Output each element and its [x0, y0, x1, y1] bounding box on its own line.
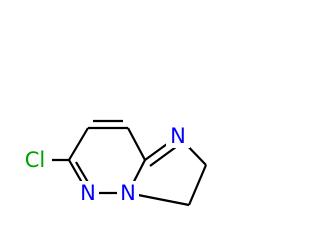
nitrogen-bridge-label: N — [120, 181, 136, 205]
nitrogen-top-label-mask — [77, 181, 99, 205]
structure-diagram: Cl N N N — [20, 119, 208, 207]
nitrogen-imidazoline-label: N — [170, 124, 186, 148]
molecule-canvas: Cl N N N — [20, 119, 208, 207]
atom-labels: Cl N N N — [20, 124, 190, 205]
chlorine-label-mask — [20, 148, 52, 174]
nitrogen-ring-top-label: N — [80, 181, 96, 205]
nitrogen-imidazoline-label-mask — [166, 124, 190, 148]
bond-c2-c1 — [187, 164, 208, 206]
bond-c4-c3a — [127, 127, 146, 161]
nitrogen-bridge-label-mask — [117, 181, 139, 205]
bond-c6-c5 — [68, 127, 89, 161]
chlorine-atom-label: Cl — [25, 148, 46, 172]
